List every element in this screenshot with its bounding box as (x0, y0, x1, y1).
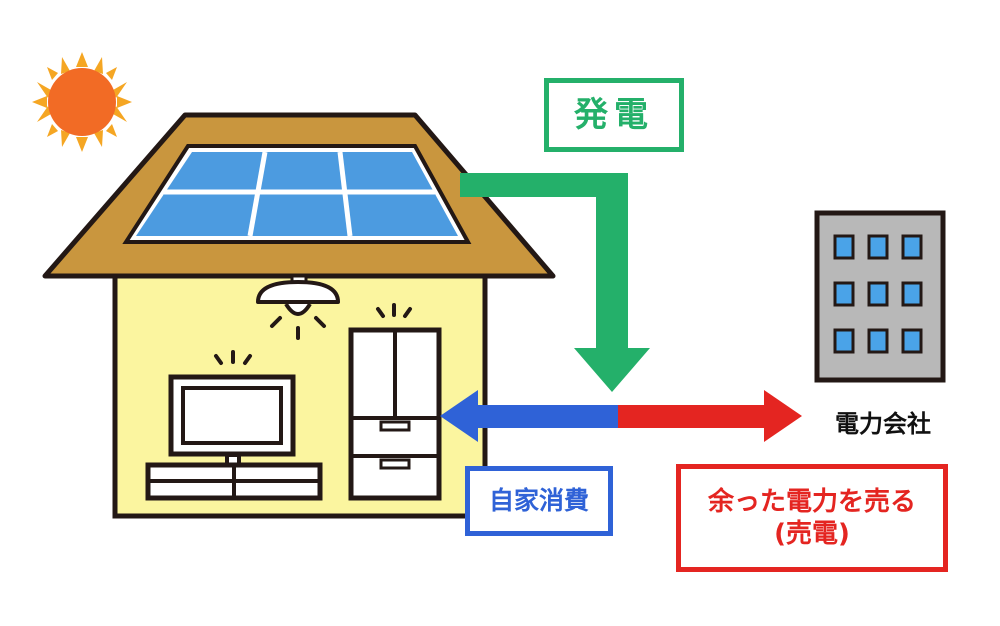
sell-electricity-label: 余った電力を売る (売電) (676, 464, 948, 572)
self-consumption-label-text: 自家消費 (488, 486, 589, 516)
tv-icon (145, 350, 323, 501)
house-icon (42, 112, 556, 519)
solar-panel-icon (122, 144, 472, 244)
sell-label-line1: 余った電力を売る (707, 486, 916, 517)
generation-label: 発電 (544, 78, 684, 152)
sun-icon (32, 52, 132, 152)
sell-arrow (618, 390, 802, 442)
refrigerator-icon (348, 303, 442, 501)
self-consumption-arrow (440, 390, 620, 442)
generation-label-text: 発電 (574, 94, 654, 135)
generation-arrow (460, 173, 650, 392)
ceiling-lamp-icon (256, 274, 340, 340)
sell-label-line2: (売電) (774, 519, 850, 549)
self-consumption-label: 自家消費 (465, 466, 613, 536)
power-company-label: 電力会社 (835, 409, 931, 438)
office-building-icon (814, 210, 946, 383)
